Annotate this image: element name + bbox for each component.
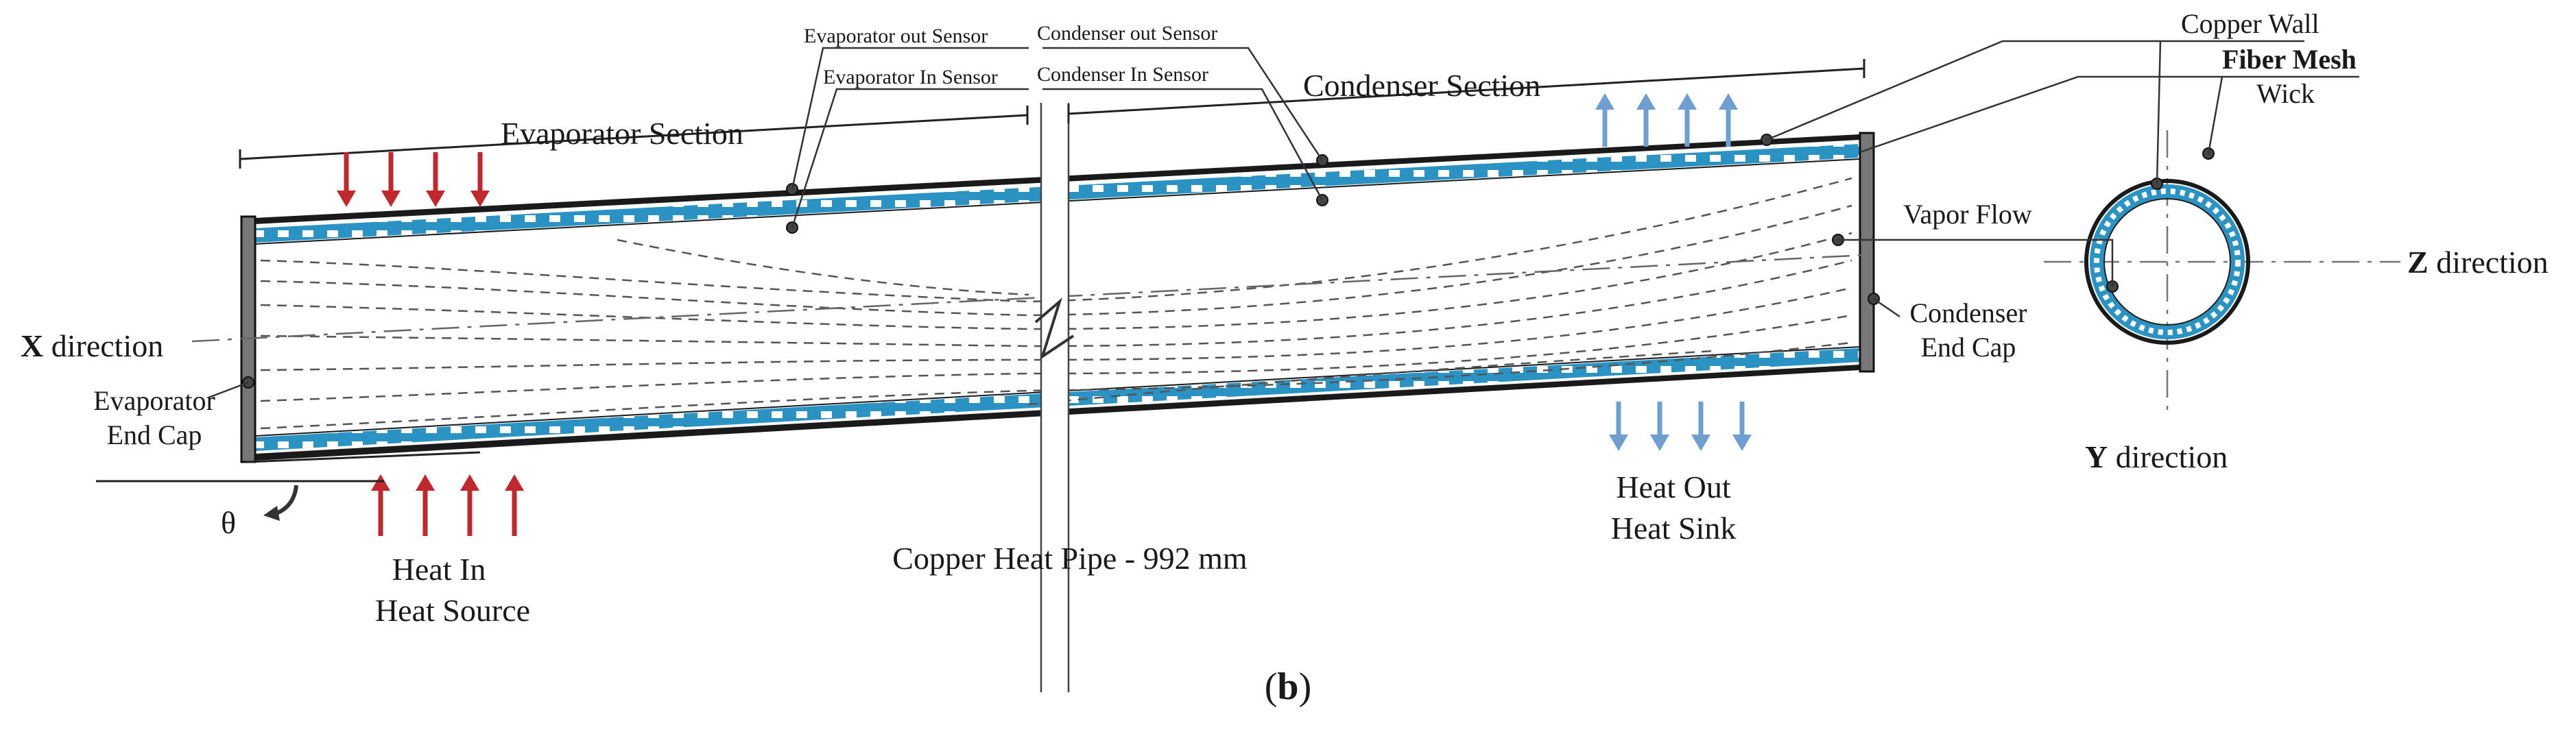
x-axis-line [191,254,1866,343]
condenser-section-dimension [1067,59,1865,123]
heat-out-arrow [1678,93,1697,147]
condenser-end-cap [1859,132,1875,373]
heat-in-arrow [381,152,401,207]
heat-source-label: Heat Source [375,593,530,628]
vapor-flow-label: Vapor Flow [1903,199,2032,230]
heat-out-bottom-arrows [1609,402,1752,451]
heat-out-arrow [1636,93,1656,147]
wick-label: Wick [2256,78,2315,109]
heat-in-label: Heat In [392,552,486,587]
cross-section [2044,130,2400,411]
pipe-title: Copper Heat Pipe - 992 mm [892,541,1248,576]
evaporator-in-sensor-label: Evaporator In Sensor [823,66,998,88]
heat-out-arrow [1691,402,1710,451]
theta-symbol: θ [221,505,236,540]
heat-in-arrow [426,152,445,207]
heat-sink-label: Heat Sink [1611,511,1737,546]
fiber-mesh-label: Fiber Mesh [2222,44,2357,75]
condenser-out-sensor-label: Condenser out Sensor [1037,22,1217,45]
evaporator-end-cap-callout: Evaporator End Cap [93,376,254,450]
heat-out-arrow [1719,93,1738,147]
copper-wall-label: Copper Wall [2181,8,2319,39]
heat-in-arrow [416,474,435,536]
incline-angle-indicator: θ [96,451,481,540]
heat-out-arrow [1650,402,1669,451]
pipe-break [1034,103,1075,692]
cross-section-outer-wall [2084,179,2250,345]
vapor-flow-lines [260,177,1852,430]
evaporator-section-label: Evaporator Section [501,116,743,151]
x-direction-label: X direction [21,328,163,363]
heat-in-arrow [371,474,390,536]
heat-in-arrow [337,152,356,207]
heat-in-arrow [470,152,490,207]
evaporator-section-dimension [239,106,1029,169]
condenser-section-label: Condenser Section [1303,68,1540,103]
condenser-end-cap-label-2: End Cap [1921,332,2016,363]
condenser-in-sensor-label: Condenser In Sensor [1037,63,1208,86]
evaporator-out-sensor-label: Evaporator out Sensor [804,25,988,47]
heat-out-arrow [1732,402,1752,451]
heat-in-arrow [505,474,524,536]
heat-out-label: Heat Out [1616,469,1731,504]
heat-in-bottom-arrows [371,474,524,536]
evaporator-end-cap-label-1: Evaporator [93,385,215,416]
figure-caption: (b) [1265,666,1311,708]
heat-in-arrow [460,474,479,536]
heat-in-top-arrows [337,152,490,207]
evaporator-end-cap-label-2: End Cap [107,419,202,450]
heat-out-top-arrows [1595,93,1738,147]
cross-section-callouts: Copper Wall Fiber Mesh Wick Vapor Flow [1761,8,2359,286]
heat-out-arrow [1595,93,1614,147]
heat-out-arrow [1609,402,1628,451]
condenser-end-cap-callout: Condenser End Cap [1868,293,2027,363]
z-direction-label: Z direction [2407,245,2549,280]
heat-pipe-body [191,103,1875,692]
condenser-end-cap-label-1: Condenser [1909,297,2027,328]
y-direction-label: Y direction [2085,439,2228,474]
sensors: Evaporator out Sensor Evaporator In Sens… [786,22,1328,234]
